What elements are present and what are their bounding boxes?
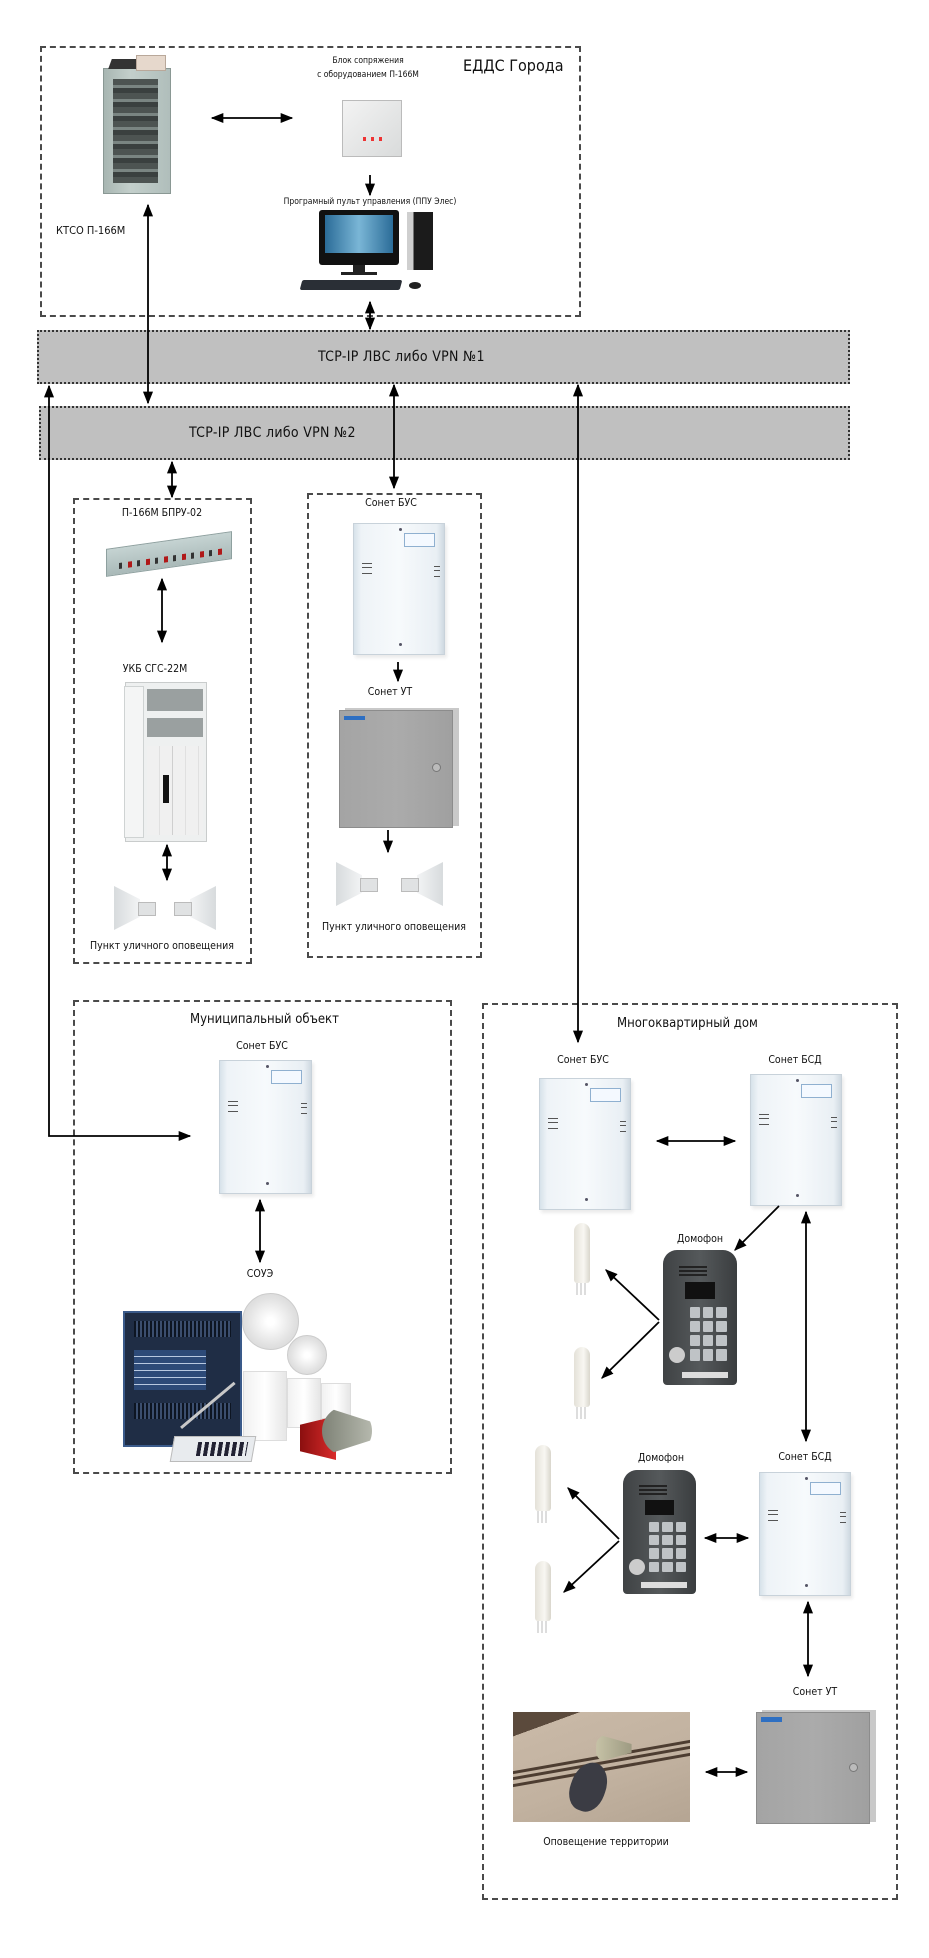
interface-block-label-2: с оборудованием П-166М: [317, 70, 419, 80]
apartment-ut-image: [756, 1712, 870, 1824]
horn-speaker-icon: [336, 862, 378, 906]
horn-speaker-icon: [401, 862, 443, 906]
souz-label: СОУЭ: [246, 1268, 274, 1280]
apartment-bsd2-label: Сонет БСД: [778, 1451, 832, 1463]
apartment-group: [482, 1003, 898, 1900]
municipal-bus-image: [219, 1060, 312, 1194]
network-band-vpn-2-label: TCP-IP ЛВС либо VPN №2: [189, 425, 356, 441]
interface-block-label-1: Блок сопряжения: [332, 56, 404, 66]
intercom2-image: [623, 1470, 696, 1594]
sonet-ut-image: [339, 710, 453, 828]
intercom2-label: Домофон: [637, 1452, 685, 1464]
apartment-ut-label: Сонет УТ: [792, 1686, 838, 1698]
sonet-branch-group: [307, 493, 482, 958]
ukb-label: УКБ СГС-22М: [122, 663, 188, 675]
sonet-bus-image: [353, 523, 445, 655]
municipal-title: Муниципальный объект: [190, 1012, 339, 1027]
souz-equipment-image: [120, 1266, 420, 1462]
apartment-bus-image: [539, 1078, 631, 1210]
network-band-vpn-1: TCP-IP ЛВС либо VPN №1: [37, 330, 850, 384]
territory-alert-photo: [513, 1712, 690, 1822]
edds-title: ЕДДС Города: [463, 56, 564, 75]
bpru-label: П-166М БПРУ-02: [121, 507, 203, 519]
network-band-vpn-2: TCP-IP ЛВС либо VPN №2: [39, 406, 850, 460]
street-point-label-1: Пункт уличного оповещения: [90, 940, 234, 952]
handset-icon: [574, 1223, 590, 1295]
horn-speaker-icon: [174, 886, 216, 930]
intercom1-image: [663, 1250, 737, 1385]
sonet-bus-label: Сонет БУС: [365, 497, 417, 509]
interface-block-image: [342, 100, 402, 157]
handset-icon: [535, 1445, 551, 1523]
ktso-label: КТСО П-166М: [56, 224, 126, 237]
street-point-label-2: Пункт уличного оповещения: [322, 921, 466, 933]
intercom1-label: Домофон: [676, 1233, 724, 1245]
municipal-bus-label: Сонет БУС: [236, 1040, 288, 1052]
apartment-bsd1-label: Сонет БСД: [768, 1054, 822, 1066]
ktso-rack-image: [103, 55, 171, 194]
computer-image: [297, 210, 442, 295]
sonet-ut-label: Сонет УТ: [367, 686, 413, 698]
territory-alert-label: Оповещение территории: [543, 1836, 669, 1848]
handset-icon: [535, 1561, 551, 1633]
apartment-bsd2-image: [759, 1472, 851, 1596]
municipal-group: [73, 1000, 452, 1474]
network-band-vpn-1-label: TCP-IP ЛВС либо VPN №1: [318, 349, 485, 365]
horn-speaker-icon: [114, 886, 156, 930]
control-console-label: Програмный пульт управления (ППУ Элес): [283, 197, 457, 207]
handset-icon: [574, 1347, 590, 1419]
apartment-title: Многоквартирный дом: [617, 1016, 758, 1031]
edds-group: [40, 46, 581, 317]
ukb-cabinet-image: [124, 682, 207, 842]
apartment-bus-label: Сонет БУС: [557, 1054, 609, 1066]
apartment-bsd1-image: [750, 1074, 842, 1206]
